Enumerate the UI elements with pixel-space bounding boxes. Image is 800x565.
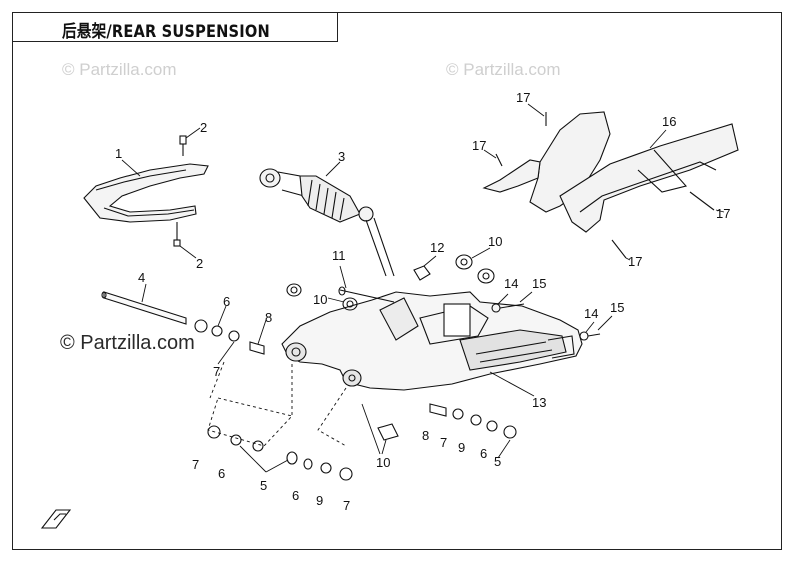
shock-absorber-part[interactable]	[259, 168, 395, 277]
callout-3: 3	[338, 149, 345, 164]
swingarm-part[interactable]	[281, 291, 583, 391]
callout-10: 10	[488, 234, 502, 249]
bushing-part[interactable]	[503, 425, 517, 439]
callout-7: 7	[192, 457, 199, 472]
bolt-part[interactable]	[499, 303, 525, 309]
seal-part[interactable]	[477, 268, 495, 284]
watermark: © Partzilla.com	[446, 60, 561, 79]
seal-part[interactable]	[342, 297, 358, 311]
callout-17: 17	[628, 254, 642, 269]
washer-part[interactable]	[579, 331, 589, 341]
callout-14: 14	[584, 306, 598, 321]
bolt-part[interactable]	[587, 333, 601, 337]
washer-part[interactable]	[252, 440, 264, 452]
bushing-part[interactable]	[194, 319, 208, 333]
callout-9: 9	[316, 493, 323, 508]
watermark: © Partzilla.com	[62, 60, 177, 79]
callout-11: 11	[332, 248, 346, 263]
rear-fender-part[interactable]	[482, 111, 739, 233]
callout-16: 16	[662, 114, 676, 129]
bushing-part[interactable]	[339, 467, 353, 481]
callout-17: 17	[516, 90, 530, 105]
callout-5: 5	[494, 454, 501, 469]
callout-15: 15	[610, 300, 624, 315]
washer-part[interactable]	[286, 451, 298, 465]
bolt-part[interactable]	[495, 153, 503, 167]
callout-15: 15	[532, 276, 546, 291]
washer-part[interactable]	[486, 420, 498, 432]
callout-12: 12	[430, 240, 444, 255]
diagram-frame	[12, 12, 782, 550]
washer-part[interactable]	[211, 325, 223, 337]
callout-4: 4	[138, 270, 145, 285]
callout-13: 13	[532, 395, 546, 410]
bushing-part[interactable]	[207, 425, 221, 439]
washer-part[interactable]	[228, 330, 240, 342]
nut-part[interactable]	[413, 265, 431, 281]
washer-part[interactable]	[320, 462, 332, 474]
callout-2: 2	[196, 256, 203, 271]
callout-6: 6	[480, 446, 487, 461]
pivot-shaft-part[interactable]	[101, 291, 187, 325]
callout-2: 2	[200, 120, 207, 135]
washer-part[interactable]	[452, 408, 464, 420]
bolt-part[interactable]	[338, 286, 395, 303]
washer-part[interactable]	[303, 458, 313, 470]
bolt-part[interactable]	[179, 135, 187, 156]
callout-6: 6	[223, 294, 230, 309]
callout-14: 14	[504, 276, 518, 291]
bolt-part[interactable]	[173, 222, 181, 247]
washer-part[interactable]	[230, 434, 242, 446]
page-title: 后悬架/REAR SUSPENSION	[62, 22, 270, 42]
chain-guide-part[interactable]	[83, 163, 209, 223]
callout-5: 5	[260, 478, 267, 493]
bolt-part[interactable]	[689, 191, 715, 211]
callout-6: 6	[292, 488, 299, 503]
callout-10: 10	[376, 455, 390, 470]
callout-1: 1	[115, 146, 122, 161]
callout-6: 6	[218, 466, 225, 481]
callout-10: 10	[313, 292, 327, 307]
bolt-part[interactable]	[611, 239, 627, 259]
callout-8: 8	[265, 310, 272, 325]
seal-part[interactable]	[455, 254, 473, 270]
callout-17: 17	[716, 206, 730, 221]
logo-icon	[40, 509, 72, 529]
seal-part[interactable]	[377, 423, 399, 441]
callout-9: 9	[458, 440, 465, 455]
collar-part[interactable]	[249, 341, 265, 355]
callout-7: 7	[213, 364, 220, 379]
callout-8: 8	[422, 428, 429, 443]
watermark-main: © Partzilla.com	[60, 332, 195, 354]
callout-7: 7	[343, 498, 350, 513]
collar-part[interactable]	[429, 403, 447, 417]
callout-17: 17	[472, 138, 486, 153]
washer-part[interactable]	[470, 414, 482, 426]
title-box	[12, 12, 338, 42]
callout-7: 7	[440, 435, 447, 450]
seal-part[interactable]	[286, 283, 302, 297]
